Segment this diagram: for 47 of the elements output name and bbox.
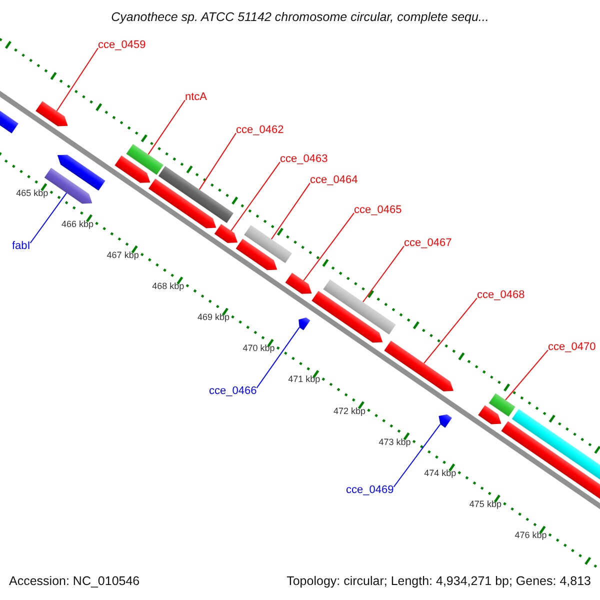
- gene-feature: [438, 414, 452, 428]
- leader-line: [270, 182, 310, 240]
- genome-info-text: Topology: circular; Length: 4,934,271 bp; Genes: 4,813: [286, 575, 591, 589]
- gene-feature: [36, 101, 68, 126]
- gene-label: cce_0459: [98, 39, 146, 52]
- gene-label: cce_0468: [477, 289, 525, 302]
- position-label: 472 kbp: [333, 406, 366, 417]
- gene-label: cce_0466: [209, 385, 257, 398]
- gene-label: cce_0470: [548, 341, 596, 354]
- gene-label: cce_0465: [354, 204, 402, 216]
- gene-label: cce_0464: [310, 174, 358, 186]
- gene-feature: [488, 393, 516, 417]
- leader-line: [30, 192, 68, 244]
- gene-label: cce_0463: [280, 153, 328, 166]
- position-label: 465 kbp: [16, 188, 48, 199]
- position-label: 474 kbp: [424, 469, 456, 479]
- leader-line: [393, 424, 441, 488]
- gene-label: ntcA: [185, 91, 208, 104]
- position-label: 476 kbp: [514, 531, 547, 542]
- gene-label: cce_0462: [236, 124, 284, 136]
- leader-line: [230, 162, 280, 232]
- leader-line: [256, 326, 300, 388]
- title: Cyanothece sp. ATCC 51142 chromosome circular, complete sequ...: [110, 11, 490, 25]
- gene-feature: [244, 224, 292, 264]
- position-label: 471 kbp: [288, 376, 320, 386]
- position-label: 473 kbp: [378, 438, 411, 448]
- position-label: 467 kbp: [106, 250, 139, 261]
- gene-feature: [126, 144, 164, 175]
- gene-label: cce_0469: [346, 484, 394, 496]
- accession-text: Accession: NC_010546: [9, 575, 140, 589]
- gene-feature: [323, 279, 396, 335]
- position-label: 468 kbp: [152, 282, 184, 292]
- leader-line: [56, 48, 98, 112]
- position-label: 466 kbp: [61, 220, 94, 230]
- leader-line: [148, 100, 186, 155]
- position-label: 475 kbp: [469, 500, 502, 510]
- position-label: 469 kbp: [197, 313, 230, 324]
- gene-feature: [384, 340, 454, 392]
- gene-feature: [285, 272, 312, 294]
- leader-line: [362, 246, 404, 302]
- gene-label: cce_0467: [404, 237, 452, 250]
- leader-line: [303, 212, 354, 282]
- gene-label: fabI: [12, 240, 30, 252]
- leader-line: [423, 298, 478, 364]
- leader-line: [198, 132, 236, 190]
- gene-feature: [158, 166, 234, 223]
- position-label: 470 kbp: [242, 344, 275, 354]
